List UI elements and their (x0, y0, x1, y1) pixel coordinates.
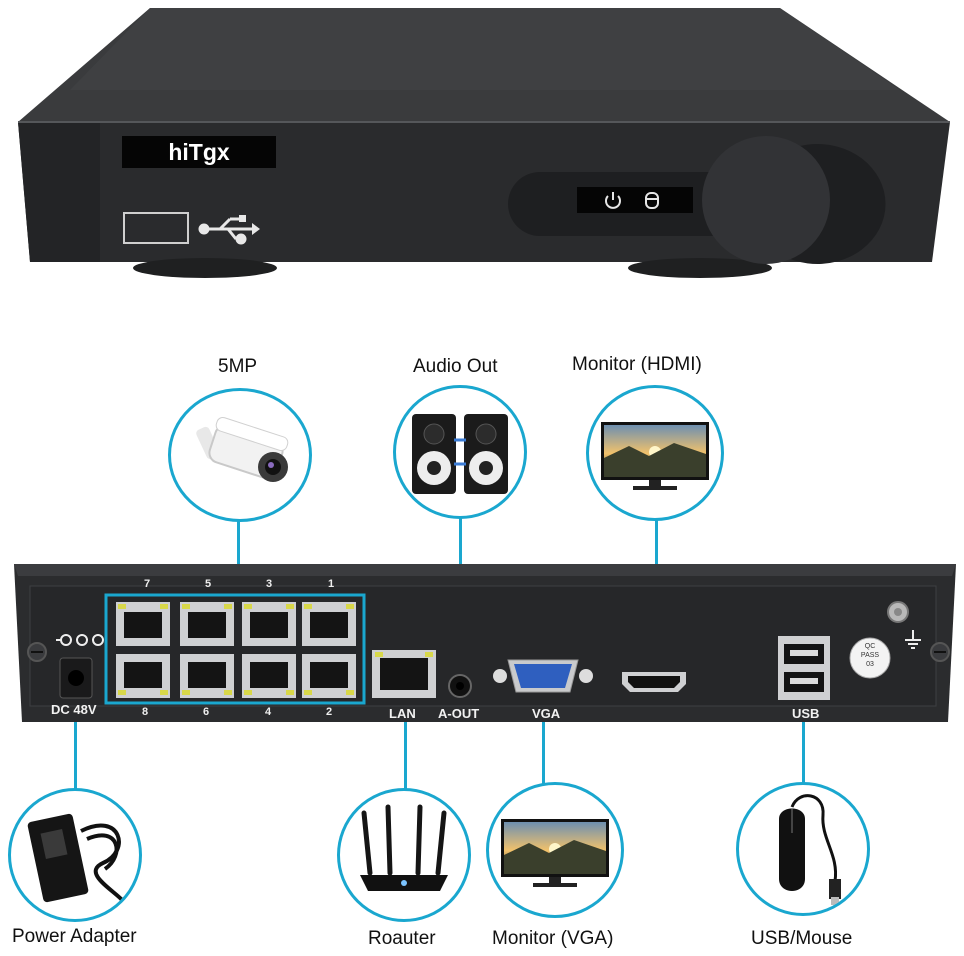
speakers-icon (412, 414, 508, 494)
nvr-front-view (18, 8, 950, 278)
usb-label: USB (792, 706, 820, 721)
power-adapter-circle (8, 788, 142, 922)
port-number-7: 7 (144, 578, 151, 590)
usb-mouse-caption: USB/Mouse (751, 928, 853, 949)
port-number-1: 1 (328, 578, 335, 590)
usb-connector-line (802, 688, 805, 786)
lan-label: LAN (389, 706, 416, 721)
brand-label: hiTgx (168, 139, 230, 165)
hdmi-monitor-circle (586, 385, 724, 521)
hdmi-caption: Monitor (HDMI) (572, 354, 702, 375)
nvr-rear-panel (14, 564, 956, 722)
usb-icon (198, 215, 260, 245)
qc-sticker: QC PASS 03 (850, 642, 890, 669)
monitor-vga-icon (501, 819, 609, 887)
dc-label: DC 48V (51, 702, 97, 717)
port-number-6: 6 (203, 706, 210, 718)
vga-monitor-circle (486, 782, 624, 918)
qc-sticker-line-2: PASS (860, 652, 880, 659)
vga-connector-line (542, 688, 545, 790)
power-connector-line (74, 690, 77, 795)
lan-connector-line (404, 682, 407, 792)
camera-circle (168, 388, 312, 522)
qc-sticker-line-1: QC (864, 643, 876, 650)
port-number-2: 2 (326, 706, 333, 718)
port-number-8: 8 (142, 706, 149, 718)
vga-caption: Monitor (VGA) (492, 928, 614, 949)
router-caption: Roauter (368, 928, 436, 949)
router-icon (360, 804, 448, 891)
qc-sticker-line-3: 03 (866, 661, 874, 668)
monitor-icon (601, 422, 709, 490)
power-caption: Power Adapter (12, 926, 137, 947)
port-number-5: 5 (205, 578, 212, 590)
port-number-4: 4 (265, 706, 272, 718)
router-circle (337, 788, 471, 922)
camera-connector-line (237, 520, 240, 592)
port-number-3: 3 (266, 578, 273, 590)
audio-caption: Audio Out (413, 356, 498, 377)
usb-mouse-circle (736, 782, 870, 916)
power-adapter-icon (27, 813, 125, 903)
power-icon (605, 192, 621, 209)
audio-circle (393, 385, 527, 519)
vga-label: VGA (532, 706, 561, 721)
bullet-camera-icon (196, 416, 289, 482)
hdd-icon (645, 192, 659, 209)
aout-label: A-OUT (438, 706, 480, 721)
camera-caption: 5MP (218, 356, 258, 377)
mouse-icon (779, 794, 841, 905)
